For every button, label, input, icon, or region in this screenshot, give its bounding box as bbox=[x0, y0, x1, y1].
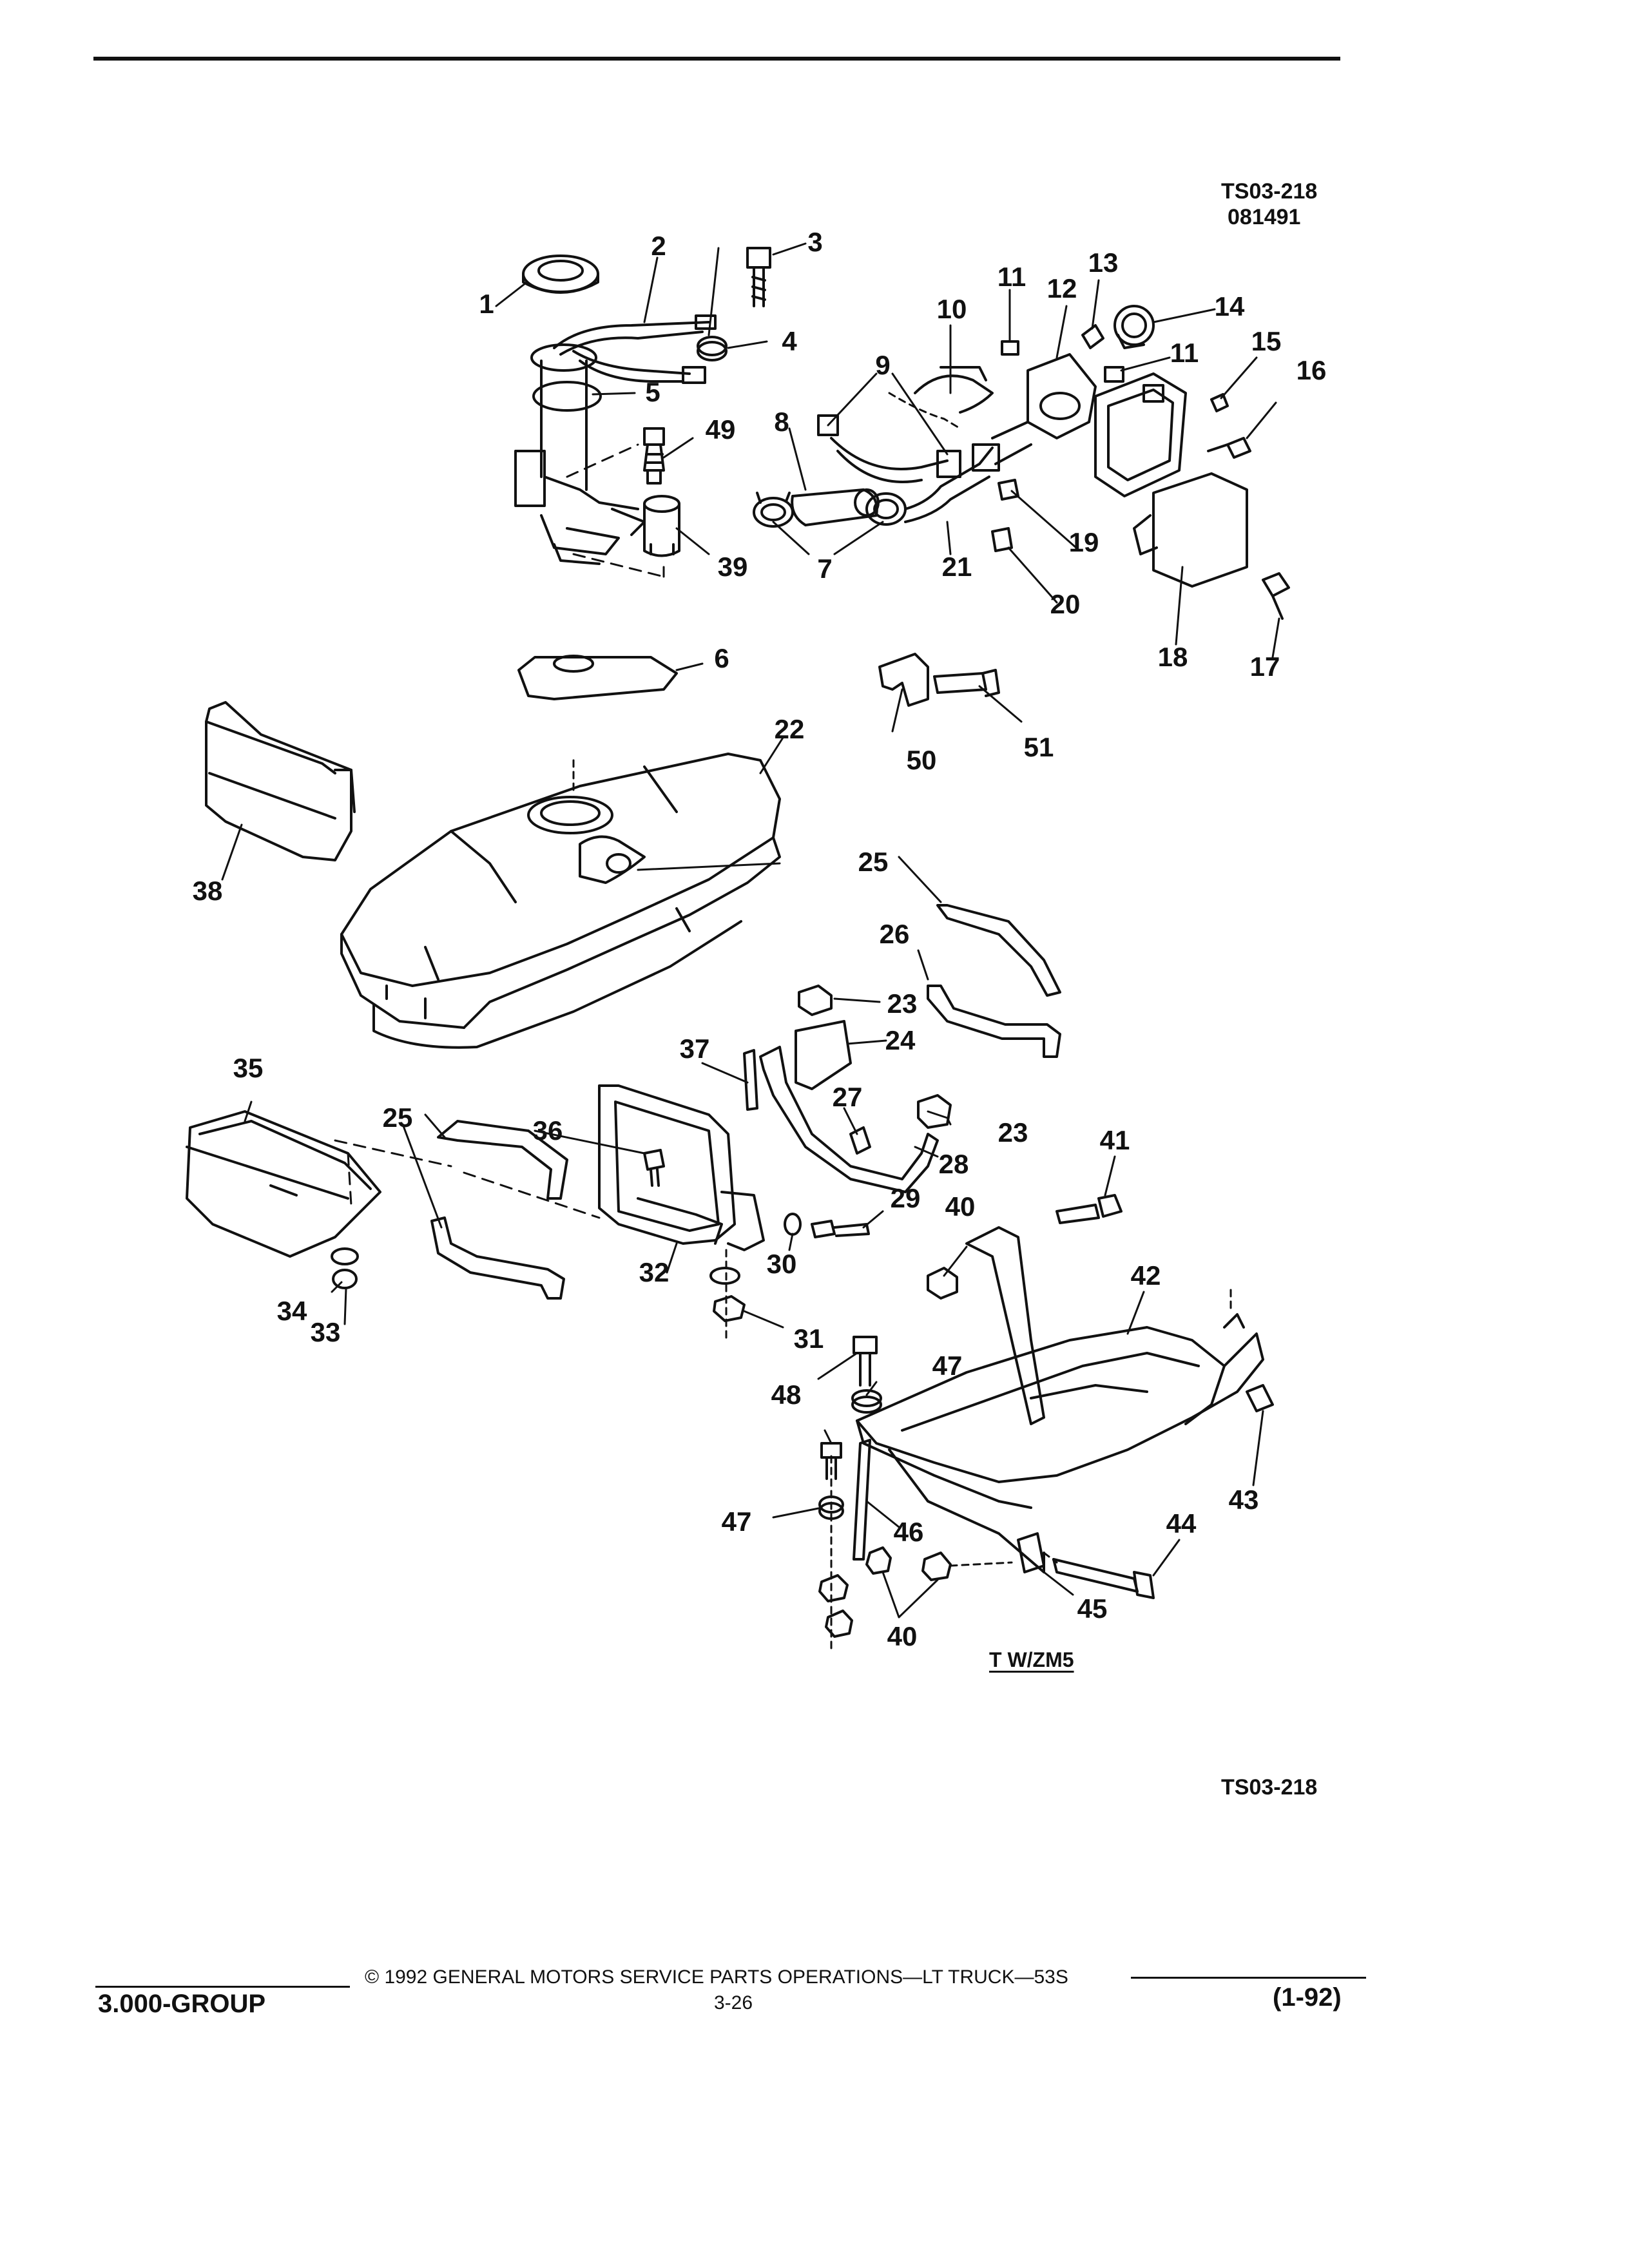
sensor-strap-part bbox=[517, 655, 678, 700]
callout-13: 13 bbox=[1088, 247, 1119, 278]
callout-16: 16 bbox=[1296, 355, 1327, 385]
footer-copyright: © 1992 GENERAL MOTORS SERVICE PARTS OPER… bbox=[365, 1966, 1068, 1988]
callout-43: 43 bbox=[1228, 1485, 1259, 1515]
callout-1: 1 bbox=[479, 289, 494, 319]
footer-drawing-code: TS03-218 bbox=[1221, 1775, 1318, 1800]
callout-4: 4 bbox=[782, 326, 797, 356]
top-rule bbox=[93, 57, 1340, 61]
callout-46: 46 bbox=[893, 1517, 924, 1547]
callout-11-lower: 11 bbox=[1170, 338, 1199, 368]
callout-47-upper: 47 bbox=[932, 1350, 963, 1381]
callout-45: 45 bbox=[1077, 1593, 1108, 1624]
wiring-harness-part bbox=[553, 314, 717, 384]
callout-33: 33 bbox=[310, 1317, 341, 1347]
callout-25-right: 25 bbox=[858, 847, 889, 877]
drawing-code: TS03-218 bbox=[1221, 179, 1318, 204]
callout-51: 51 bbox=[1023, 732, 1054, 762]
fuel-tank-part bbox=[340, 753, 781, 1049]
pump-connector-part bbox=[643, 427, 665, 485]
lock-ring-part bbox=[522, 255, 599, 294]
filler-door-housing-part bbox=[1094, 372, 1187, 497]
callout-26: 26 bbox=[879, 919, 910, 949]
callout-6: 6 bbox=[714, 643, 729, 673]
footer-rule-right bbox=[1131, 1977, 1366, 1979]
filler-neck-housing-part bbox=[972, 353, 1097, 472]
callout-42: 42 bbox=[1130, 1260, 1161, 1291]
callout-17: 17 bbox=[1249, 651, 1280, 682]
callout-44: 44 bbox=[1166, 1508, 1197, 1539]
callout-23-lower: 23 bbox=[998, 1117, 1028, 1148]
callout-12: 12 bbox=[1046, 273, 1077, 303]
callout-36: 36 bbox=[532, 1115, 563, 1146]
callout-9: 9 bbox=[875, 350, 891, 380]
callout-30: 30 bbox=[766, 1249, 797, 1279]
callout-47-lower: 47 bbox=[721, 1506, 752, 1537]
bolt-part bbox=[746, 247, 771, 307]
callout-7: 7 bbox=[817, 553, 833, 584]
footer-group: 3.000-GROUP bbox=[98, 1990, 266, 2018]
fuel-cap-part bbox=[1113, 305, 1155, 349]
callout-34: 34 bbox=[276, 1296, 307, 1326]
fuel-sender-assembly-part bbox=[514, 343, 646, 565]
callout-19: 19 bbox=[1068, 527, 1099, 557]
callout-41: 41 bbox=[1099, 1125, 1130, 1155]
callout-21: 21 bbox=[941, 552, 972, 582]
tank-strap-lower-part bbox=[927, 985, 1061, 1058]
callout-3: 3 bbox=[807, 227, 823, 257]
callout-29: 29 bbox=[890, 1183, 921, 1213]
callout-23-upper: 23 bbox=[887, 988, 918, 1019]
skid-plate-left-part bbox=[186, 1110, 381, 1258]
callout-37: 37 bbox=[679, 1033, 710, 1064]
callout-32: 32 bbox=[639, 1257, 670, 1287]
callout-14: 14 bbox=[1214, 291, 1245, 322]
option-note: T W/ZM5 bbox=[989, 1648, 1074, 1671]
hose-clamp-part bbox=[753, 492, 794, 528]
callout-31: 31 bbox=[793, 1323, 824, 1354]
callout-48: 48 bbox=[771, 1379, 802, 1410]
bracket-part bbox=[878, 653, 929, 707]
callout-20: 20 bbox=[1050, 589, 1081, 619]
callout-27: 27 bbox=[832, 1082, 863, 1112]
callout-22: 22 bbox=[774, 714, 805, 744]
fuel-filter-part bbox=[791, 488, 880, 526]
callout-25-left: 25 bbox=[382, 1102, 413, 1133]
tank-shield-part bbox=[205, 701, 356, 861]
callout-24: 24 bbox=[885, 1025, 916, 1055]
hose-clamp-part-2 bbox=[865, 492, 907, 526]
callout-5: 5 bbox=[645, 377, 660, 407]
callout-18: 18 bbox=[1157, 642, 1188, 672]
fuel-door-part bbox=[1133, 472, 1248, 588]
tank-strap-left-lower-part bbox=[430, 1216, 565, 1300]
callout-35: 35 bbox=[233, 1053, 264, 1083]
tank-strap-upper-part bbox=[936, 904, 1061, 997]
callout-15: 15 bbox=[1251, 326, 1282, 356]
tank-strap-left-upper-part bbox=[437, 1120, 568, 1200]
callout-38: 38 bbox=[192, 876, 223, 906]
underbody-shield-part bbox=[856, 1226, 1264, 1573]
footer-page-number: 3-26 bbox=[714, 1992, 753, 2013]
callout-39: 39 bbox=[717, 552, 748, 582]
callout-8: 8 bbox=[774, 407, 789, 437]
grommet-part bbox=[697, 336, 728, 361]
footer-revision: (1-92) bbox=[1273, 1983, 1342, 2012]
callout-40-upper: 40 bbox=[945, 1191, 976, 1222]
callout-50: 50 bbox=[906, 745, 937, 775]
callout-11-upper: 11 bbox=[997, 262, 1027, 292]
callout-2: 2 bbox=[651, 231, 666, 261]
tank-support-frame-part bbox=[598, 1084, 765, 1251]
callout-10: 10 bbox=[936, 294, 967, 324]
callout-40-lower: 40 bbox=[887, 1621, 918, 1651]
callout-49: 49 bbox=[705, 414, 736, 445]
callout-28: 28 bbox=[938, 1149, 969, 1179]
footer-rule-left bbox=[95, 1986, 350, 1988]
date-code: 081491 bbox=[1228, 205, 1301, 229]
fuel-pump-part bbox=[643, 495, 680, 557]
